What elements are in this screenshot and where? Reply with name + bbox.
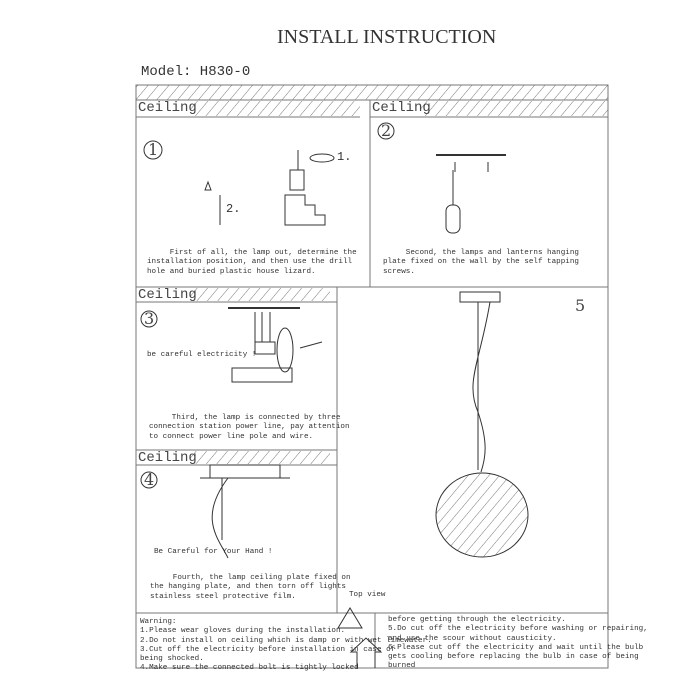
ceiling-label-4: Ceiling	[138, 450, 197, 466]
step-number-2: 2	[381, 121, 392, 140]
top-view-label: Top view	[349, 591, 386, 599]
step-number-3: 3	[144, 309, 155, 328]
warning-right: before getting through the electricity. …	[388, 616, 648, 671]
step-number-5: 5	[575, 296, 586, 315]
model-number: Model: H830-0	[141, 64, 251, 80]
ceiling-label-1: Ceiling	[138, 100, 197, 116]
step-number-1: 1	[148, 140, 159, 159]
step1-text: First of all, the lamp out, determine th…	[147, 249, 357, 276]
step1-label-2: 2.	[226, 202, 241, 216]
step4-text: Fourth, the lamp ceiling plate fixed on …	[150, 574, 351, 601]
step1-label-1: 1.	[337, 150, 352, 164]
ceiling-label-3: Ceiling	[138, 287, 197, 303]
page-title: INSTALL INSTRUCTION	[277, 26, 497, 48]
step2-text: Second, the lamps and lanterns hanging p…	[383, 249, 579, 276]
step4-warning: Be Careful for Your Hand !	[154, 548, 273, 556]
step3-text: Third, the lamp is connected by three co…	[149, 414, 350, 441]
step-number-4: 4	[144, 470, 155, 489]
warning-left: Warning: 1.Please wear gloves during the…	[140, 618, 432, 673]
step3-warning: be careful electricity !	[147, 351, 257, 359]
ceiling-label-2: Ceiling	[372, 100, 431, 116]
